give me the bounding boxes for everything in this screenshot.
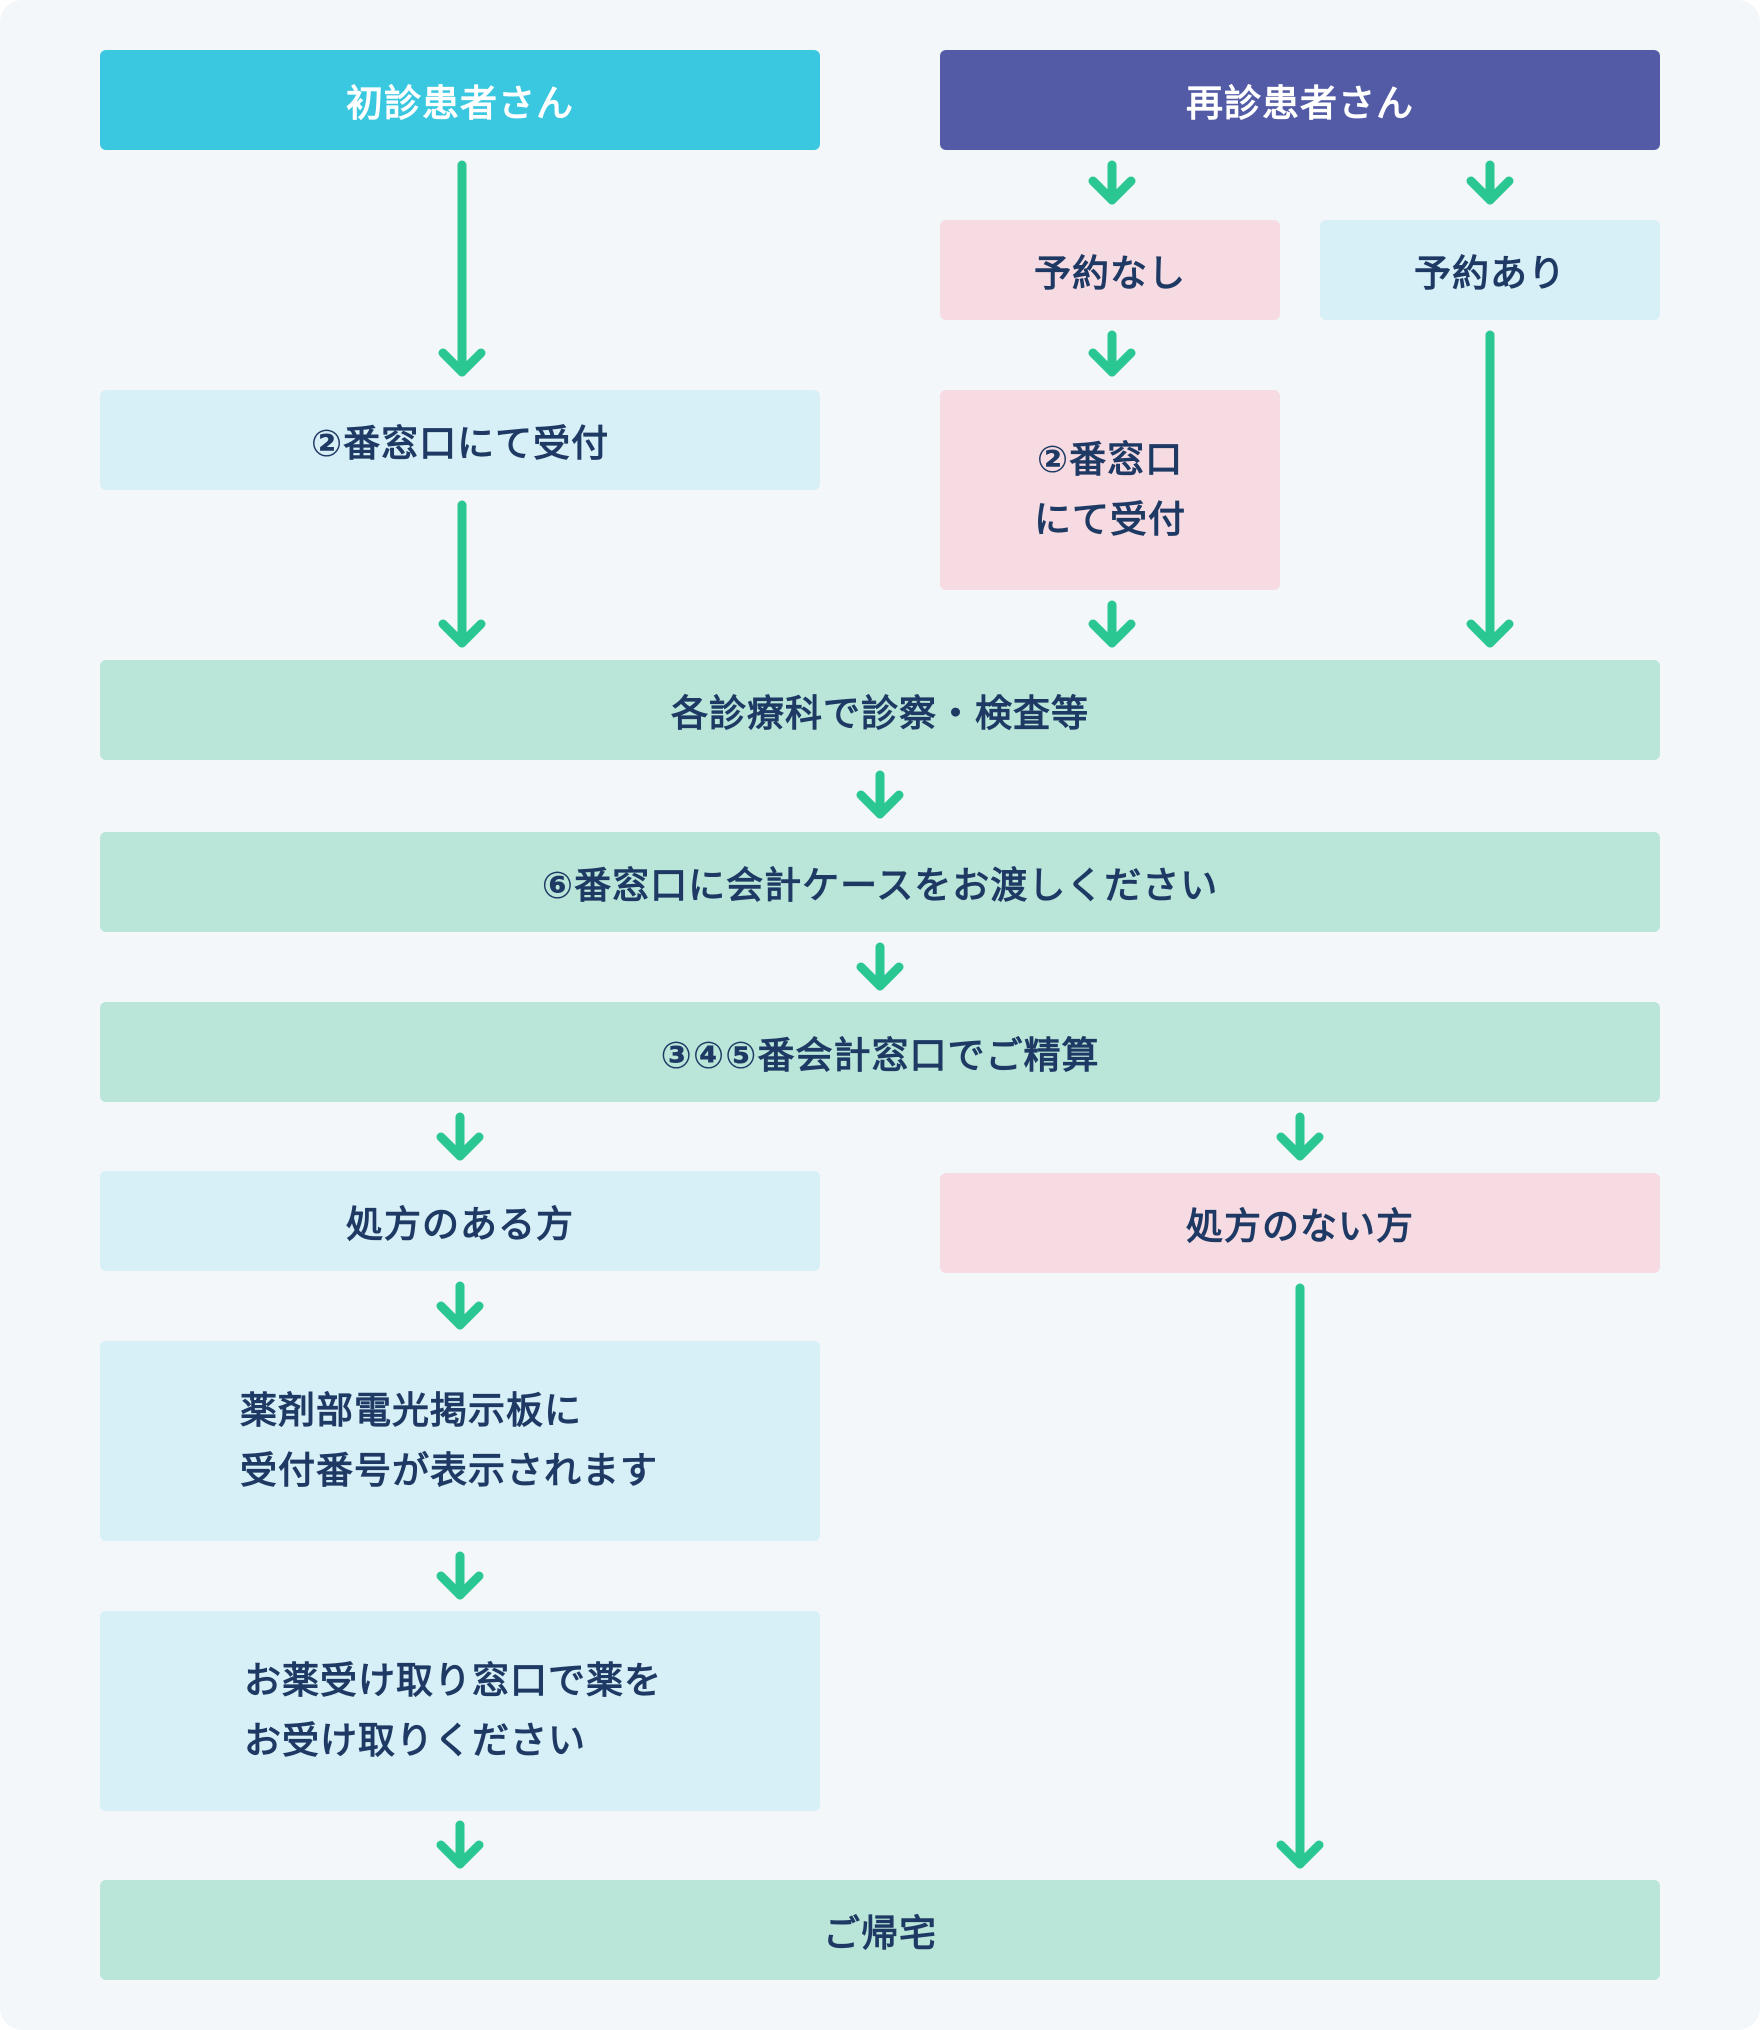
with-reservation-box: 予約あり	[1320, 220, 1660, 320]
arrow-board-to-pickup	[436, 1551, 484, 1600]
pharmacy-board-line-2: 受付番号が表示されます	[240, 1449, 658, 1492]
no-reservation-box: 予約なし	[940, 220, 1280, 320]
examination-box: 各診療科で診察・検査等	[100, 660, 1660, 760]
payment-label: ③④⑤番会計窓口でご精算	[660, 1034, 1100, 1077]
arrow-first-reception-to-exam	[438, 500, 486, 648]
with-reservation-label: 予約あり	[1414, 252, 1566, 295]
first-visit-header: 初診患者さん	[100, 50, 820, 150]
return-reception-line-1: ②番窓口	[1036, 438, 1184, 481]
pharmacy-board-line-1: 薬剤部電光掲示板に	[240, 1389, 582, 1432]
arrow-billing-case-to-payment	[856, 942, 904, 991]
without-prescription-label: 処方のない方	[1186, 1205, 1414, 1248]
first-visit-header-label: 初診患者さん	[346, 82, 574, 125]
with-prescription-box: 処方のある方	[100, 1171, 820, 1271]
first-visit-reception-box: ②番窓口にて受付	[100, 390, 820, 490]
arrow-payment-to-without-prescription	[1276, 1112, 1324, 1161]
billing-case-label: ⑥番窓口に会計ケースをお渡しください	[541, 864, 1219, 907]
billing-case-box: ⑥番窓口に会計ケースをお渡しください	[100, 832, 1660, 932]
return-visit-header-label: 再診患者さん	[1186, 82, 1414, 125]
arrow-reservation-to-exam	[1466, 330, 1514, 648]
go-home-box: ご帰宅	[100, 1880, 1660, 1980]
examination-label: 各診療科で診察・検査等	[671, 692, 1089, 735]
no-reservation-label: 予約なし	[1034, 252, 1186, 295]
return-visit-reception-box: ②番窓口 にて受付	[940, 390, 1280, 590]
return-visit-header: 再診患者さん	[940, 50, 1660, 150]
arrow-return-to-no-reservation	[1088, 160, 1136, 205]
medicine-pickup-line-2: お受け取りください	[244, 1719, 586, 1762]
arrow-return-to-reservation	[1466, 160, 1514, 205]
without-prescription-box: 処方のない方	[940, 1173, 1660, 1273]
arrow-return-reception-to-exam	[1088, 600, 1136, 648]
arrow-no-prescription-to-end	[1276, 1283, 1324, 1869]
arrow-no-reservation-to-reception	[1088, 330, 1136, 377]
payment-box: ③④⑤番会計窓口でご精算	[100, 1002, 1660, 1102]
first-visit-reception-label: ②番窓口にて受付	[310, 422, 610, 465]
go-home-label: ご帰宅	[823, 1912, 937, 1955]
arrow-first-to-reception	[438, 160, 486, 377]
return-reception-line-2: にて受付	[1034, 498, 1186, 541]
with-prescription-label: 処方のある方	[346, 1203, 574, 1246]
arrow-prescription-to-board	[436, 1281, 484, 1330]
medicine-pickup-box: お薬受け取り窓口で薬を お受け取りください	[100, 1611, 820, 1811]
arrow-exam-to-billing-case	[856, 770, 904, 819]
arrow-pickup-to-end	[436, 1820, 484, 1869]
arrow-payment-to-with-prescription	[436, 1112, 484, 1161]
pharmacy-board-box: 薬剤部電光掲示板に 受付番号が表示されます	[100, 1341, 820, 1541]
medicine-pickup-line-1: お薬受け取り窓口で薬を	[244, 1659, 662, 1702]
